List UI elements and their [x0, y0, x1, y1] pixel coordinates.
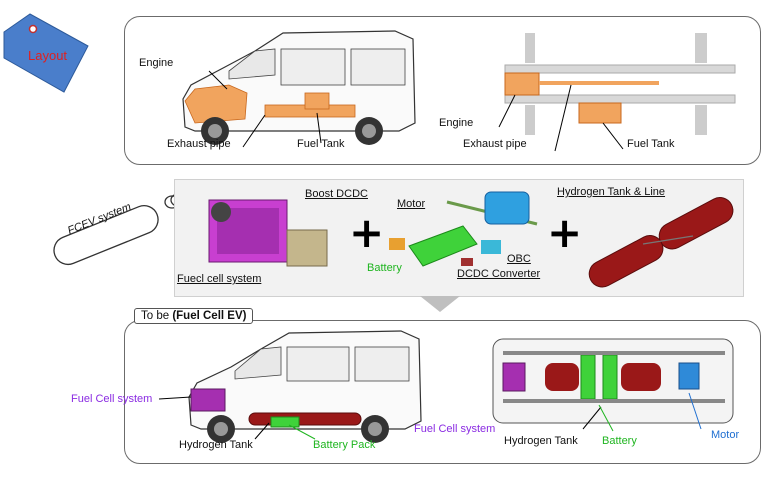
hydrogen-tank-line-label: Hydrogen Tank & Line [557, 186, 666, 198]
plus-sign-2: + [547, 208, 583, 257]
fuel-cell-system-label: Fuecl cell system [177, 273, 262, 285]
chassis-top-illustration [498, 33, 736, 152]
bottom-chassis-motor-label: Motor [711, 429, 740, 441]
to-be-title-box: To be (Fuel Cell EV) [134, 308, 254, 324]
fcev-tag-shape [53, 193, 186, 266]
top-chassis-engine-label: Engine [439, 117, 474, 129]
bottom-side-battery-pack-label: Battery Pack [313, 439, 376, 451]
to-be-title-prefix: To be [141, 310, 173, 322]
fcev-system-tag: FCEV system [44, 188, 194, 268]
top-chassis-exhaust-label: Exhaust pipe [463, 138, 527, 150]
middle-panel: Boost DCDC Fuecl cell system + Motor Bat… [174, 179, 744, 297]
bottom-chassis-fuel-cell-label: Fuel Cell system [414, 423, 496, 435]
obc-label: OBC [507, 253, 531, 265]
to-be-title-bold: (Fuel Cell EV) [172, 310, 247, 322]
fcev-van-side-illustration [158, 330, 422, 443]
layout-tag: Layout [2, 12, 102, 94]
top-side-engine-label: Engine [139, 57, 174, 69]
top-side-fueltank-label: Fuel Tank [297, 138, 345, 150]
motor-label: Motor [397, 198, 426, 210]
fuel-cell-illustration [208, 199, 328, 267]
dcdc-converter-label: DCDC Converter [457, 268, 541, 280]
bottom-side-hydrogen-label: Hydrogen Tank [179, 439, 253, 451]
van-side-illustration [182, 30, 416, 148]
hydrogen-tanks-illustration [588, 197, 734, 288]
top-chassis-fueltank-label: Fuel Tank [627, 138, 675, 150]
powertrain-illustration [389, 191, 538, 267]
top-side-exhaust-label: Exhaust pipe [167, 138, 231, 150]
bottom-panel: Fuel Cell system Hydrogen Tank Battery P… [71, 320, 761, 464]
plus-sign-1: + [349, 208, 385, 257]
layout-tag-shape [3, 13, 89, 93]
layout-tag-label: Layout [28, 48, 68, 63]
bottom-chassis-hydrogen-label: Hydrogen Tank [504, 435, 578, 447]
bottom-side-fuel-cell-label: Fuel Cell system [71, 393, 153, 405]
down-arrow-icon [420, 296, 460, 312]
top-panel: Engine Exhaust pipe Fuel Tank Engine Exh… [124, 16, 761, 165]
bottom-chassis-battery-label: Battery [602, 435, 637, 447]
fcev-chassis-top-illustration [492, 338, 734, 432]
boost-dcdc-label: Boost DCDC [305, 188, 368, 200]
battery-label: Battery [367, 262, 402, 274]
